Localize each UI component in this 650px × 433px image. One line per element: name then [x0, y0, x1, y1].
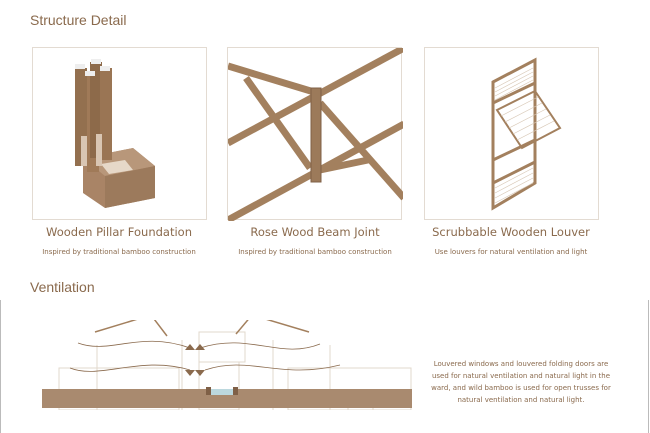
ventilation-section-drawing	[42, 320, 412, 410]
ventilation-description: Louvered windows and louvered folding do…	[431, 360, 611, 404]
structure-detail-heading: Structure Detail	[30, 12, 127, 28]
detail-subtitle-beam: Inspired by traditional bamboo construct…	[238, 248, 392, 256]
beam-joint-illustration	[227, 47, 403, 221]
detail-subtitle-pillar: Inspired by traditional bamboo construct…	[42, 248, 196, 256]
detail-title-beam: Rose Wood Beam Joint	[250, 225, 380, 239]
pillar-foundation-illustration	[32, 47, 207, 220]
detail-subtitle-louver: Use louvers for natural ventilation and …	[434, 248, 588, 256]
detail-title-louver: Scrubbable Wooden Louver	[432, 225, 590, 239]
ventilation-heading: Ventilation	[30, 279, 95, 295]
detail-title-pillar: Wooden Pillar Foundation	[46, 225, 192, 239]
frame-line-left	[0, 300, 1, 433]
frame-line-right	[648, 300, 649, 433]
wooden-louver-illustration	[424, 47, 599, 220]
